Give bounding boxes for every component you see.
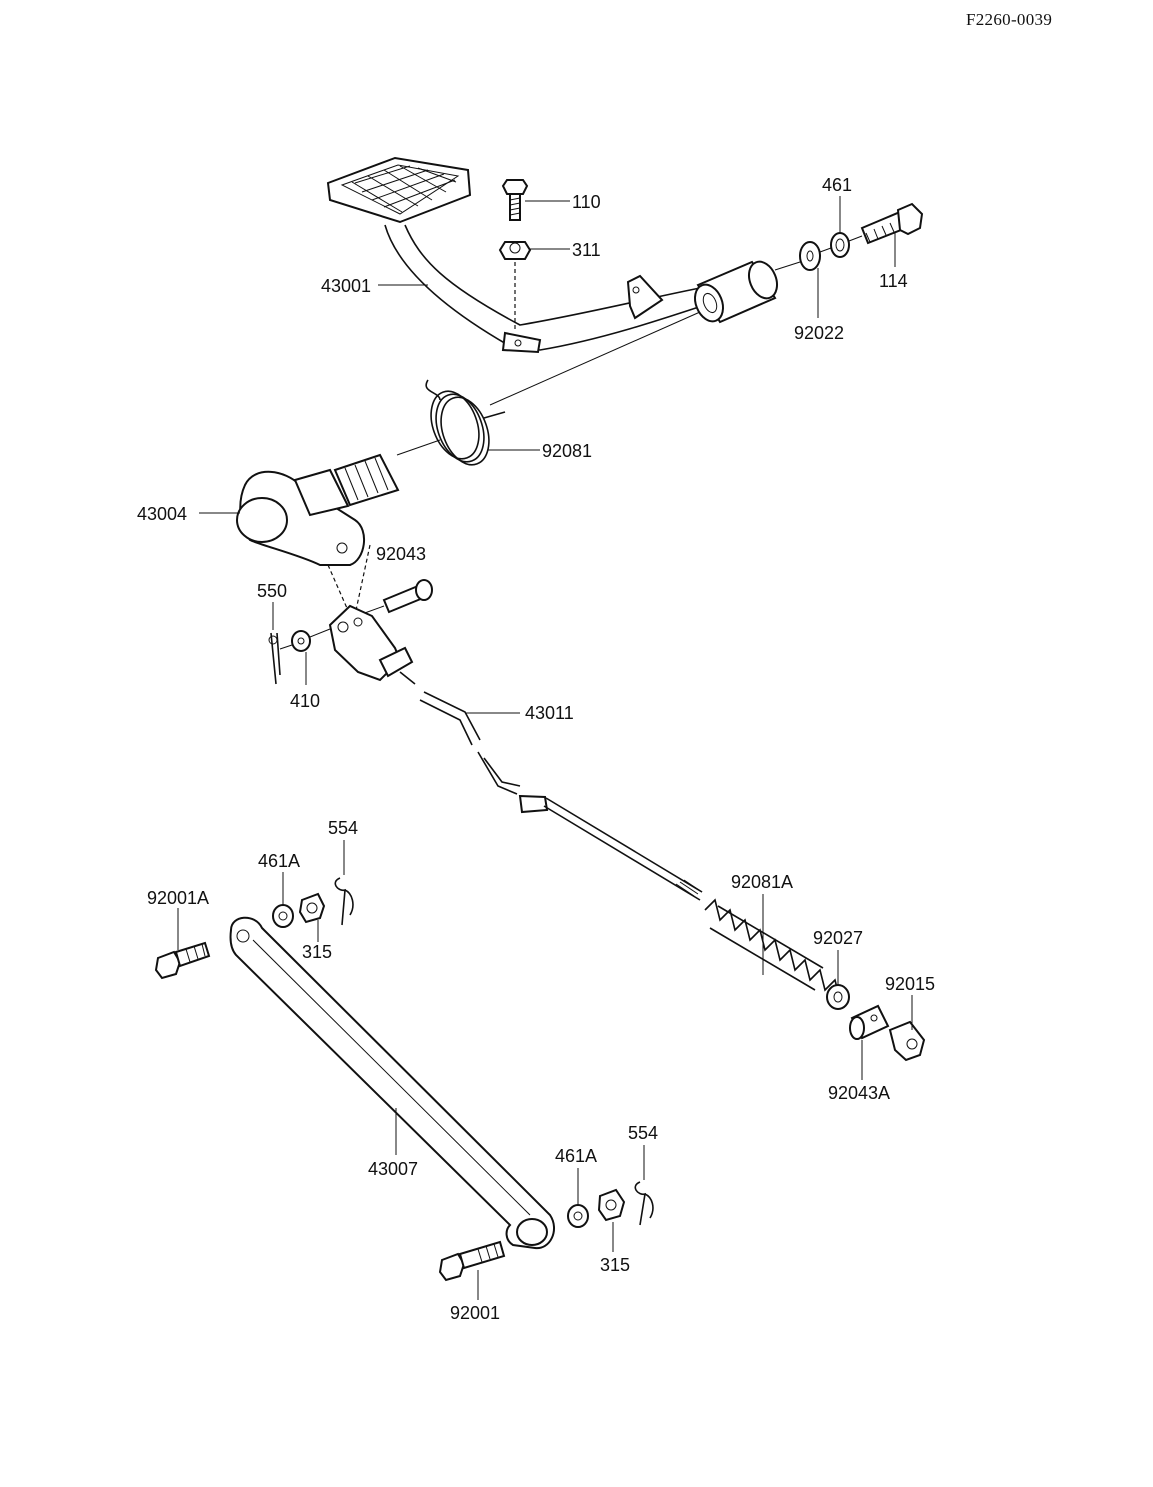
callout-554-upper: 554	[328, 818, 358, 838]
callout-554-lower: 554	[628, 1123, 658, 1143]
callout-92043A: 92043A	[828, 1083, 890, 1103]
bolt-92001A	[154, 941, 211, 980]
bolt-110	[501, 179, 529, 221]
pedal-tread-pattern	[351, 165, 457, 213]
callout-461A-lower: 461A	[555, 1146, 597, 1166]
washer-92022	[799, 241, 821, 271]
r-clip-554-upper	[334, 877, 354, 926]
clevis-joint	[328, 604, 416, 685]
callout-315-lower: 315	[600, 1255, 630, 1275]
callout-550: 550	[257, 581, 287, 601]
callout-461A-upper: 461A	[258, 851, 300, 871]
callout-92043: 92043	[376, 544, 426, 564]
callout-92022: 92022	[794, 323, 844, 343]
bolt-92001	[438, 1240, 506, 1282]
brake-rod-43011	[419, 691, 703, 901]
callout-110: 110	[572, 192, 601, 212]
washer-92027	[826, 984, 850, 1010]
callout-43004: 43004	[137, 504, 187, 524]
leader-lines	[177, 196, 913, 1300]
brake-pedal-43001	[326, 156, 778, 354]
bolt-114	[860, 202, 924, 245]
washer-410	[291, 630, 311, 652]
nut-315-lower	[597, 1188, 626, 1222]
callout-92001: 92001	[450, 1303, 500, 1323]
callout-43011: 43011	[525, 703, 574, 723]
nut-311	[498, 241, 532, 260]
callout-92081: 92081	[542, 441, 592, 461]
callout-92015: 92015	[885, 974, 935, 994]
callout-43001: 43001	[321, 276, 371, 296]
nut-92015	[888, 1020, 926, 1062]
callout-461: 461	[822, 175, 852, 195]
nut-315-upper	[298, 892, 326, 924]
pedal-boss	[694, 260, 778, 324]
callout-92081A: 92081A	[731, 872, 793, 892]
callout-311: 311	[572, 240, 601, 260]
lock-washer-461	[830, 232, 850, 258]
reference-code: F2260-0039	[966, 10, 1053, 29]
callout-315-upper: 315	[302, 942, 332, 962]
brake-link-43007	[229, 916, 555, 1250]
rod-spring-92081A	[704, 898, 841, 1001]
return-spring-92081	[425, 379, 506, 466]
callout-410: 410	[290, 691, 320, 711]
callout-92027: 92027	[813, 928, 863, 948]
callout-labels: 110 311 461 114 43001 92022 92081 43004 …	[137, 175, 935, 1323]
r-clip-554-lower	[634, 1181, 654, 1226]
washer-461A-upper	[272, 904, 294, 928]
callout-92001A: 92001A	[147, 888, 209, 908]
cotter-pin-550	[268, 632, 281, 685]
callout-114: 114	[879, 271, 908, 291]
trunnion-92043A	[849, 1004, 890, 1040]
washer-461A-lower	[567, 1204, 589, 1228]
callout-43007: 43007	[368, 1159, 418, 1179]
brake-lever-43004	[236, 453, 400, 566]
pin-92043	[382, 579, 433, 614]
